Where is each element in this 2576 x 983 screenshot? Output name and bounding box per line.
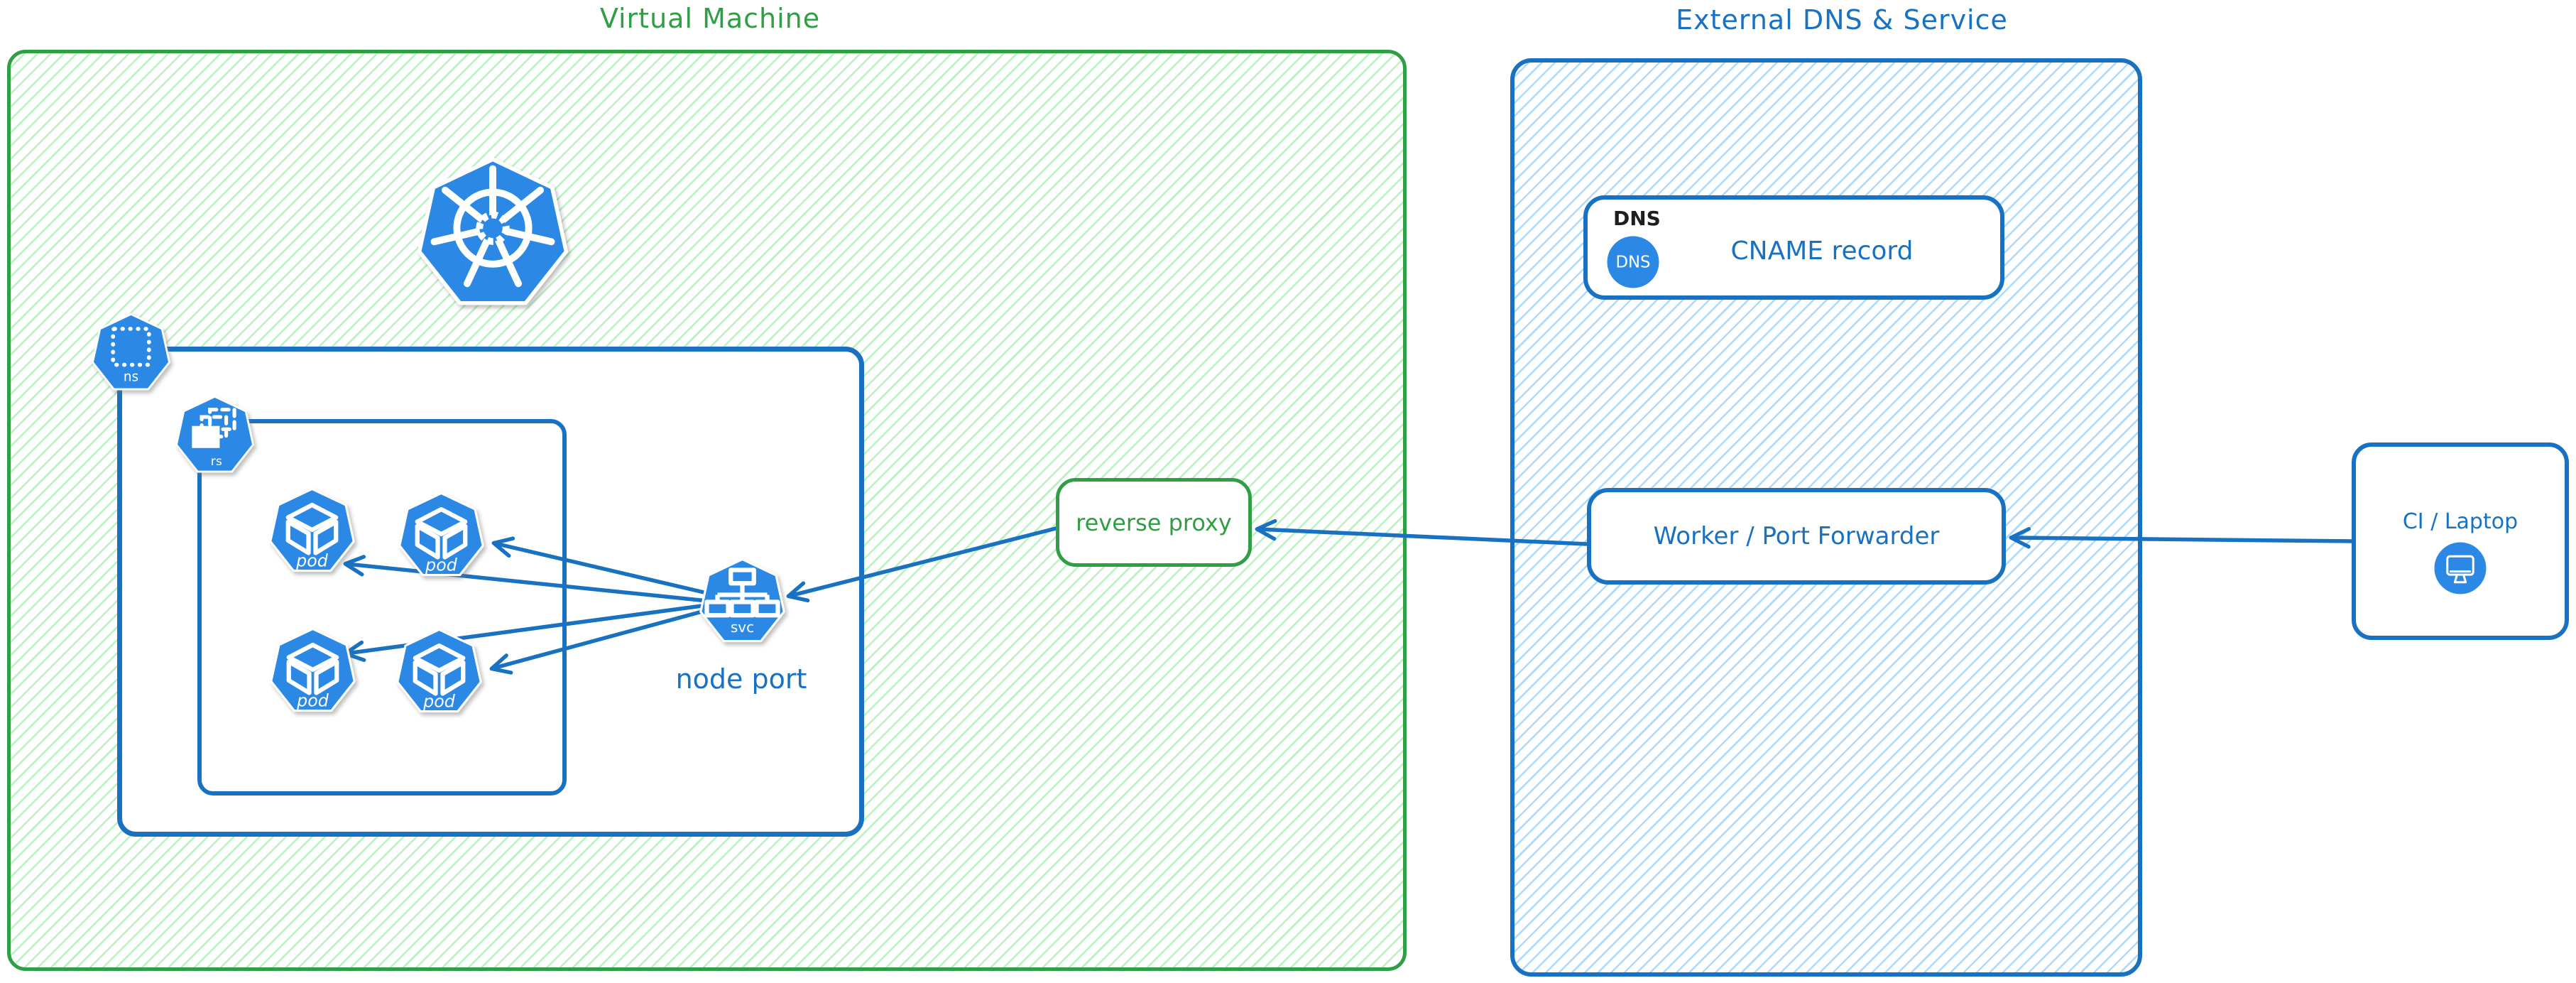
replicaset-icon: rs bbox=[175, 395, 254, 473]
external-dns-title: External DNS & Service bbox=[1676, 4, 2008, 36]
reverse-proxy-label: reverse proxy bbox=[1076, 509, 1232, 536]
pod-icon-label: pod bbox=[425, 555, 458, 575]
pod-icon-label: pod bbox=[295, 550, 329, 570]
service-icon-label: svc bbox=[731, 619, 754, 636]
pod-icon: pod bbox=[269, 487, 355, 572]
ci-laptop-label: CI / Laptop bbox=[2402, 509, 2518, 534]
service-icon: svc bbox=[699, 558, 785, 643]
ci-laptop-box: CI / Laptop bbox=[2352, 442, 2569, 640]
worker-port-forwarder-label: Worker / Port Forwarder bbox=[1653, 522, 1940, 550]
node-port-label: node port bbox=[675, 663, 807, 695]
pod-icon: pod bbox=[270, 627, 356, 712]
dns-icon-label: DNS bbox=[1615, 254, 1650, 272]
reverse-proxy-box: reverse proxy bbox=[1056, 478, 1252, 567]
worker-port-forwarder-box: Worker / Port Forwarder bbox=[1587, 488, 2006, 585]
dns-icon: DNS bbox=[1607, 236, 1659, 288]
dns-header-label: DNS bbox=[1613, 207, 1661, 230]
pod-icon: pod bbox=[396, 628, 482, 713]
cname-record-label: CNAME record bbox=[1730, 237, 1914, 266]
cname-record-box: DNS DNS CNAME record bbox=[1583, 195, 2004, 300]
pod-icon: pod bbox=[398, 492, 484, 577]
pod-icon-label: pod bbox=[296, 690, 329, 710]
kubernetes-logo-icon bbox=[415, 156, 571, 313]
replicaset-icon-label: rs bbox=[211, 455, 222, 469]
namespace-icon-label: ns bbox=[124, 370, 138, 385]
pod-icon-label: pod bbox=[422, 691, 456, 711]
namespace-icon: ns bbox=[92, 313, 170, 391]
monitor-icon bbox=[2434, 542, 2487, 594]
virtual-machine-title: Virtual Machine bbox=[599, 3, 821, 34]
